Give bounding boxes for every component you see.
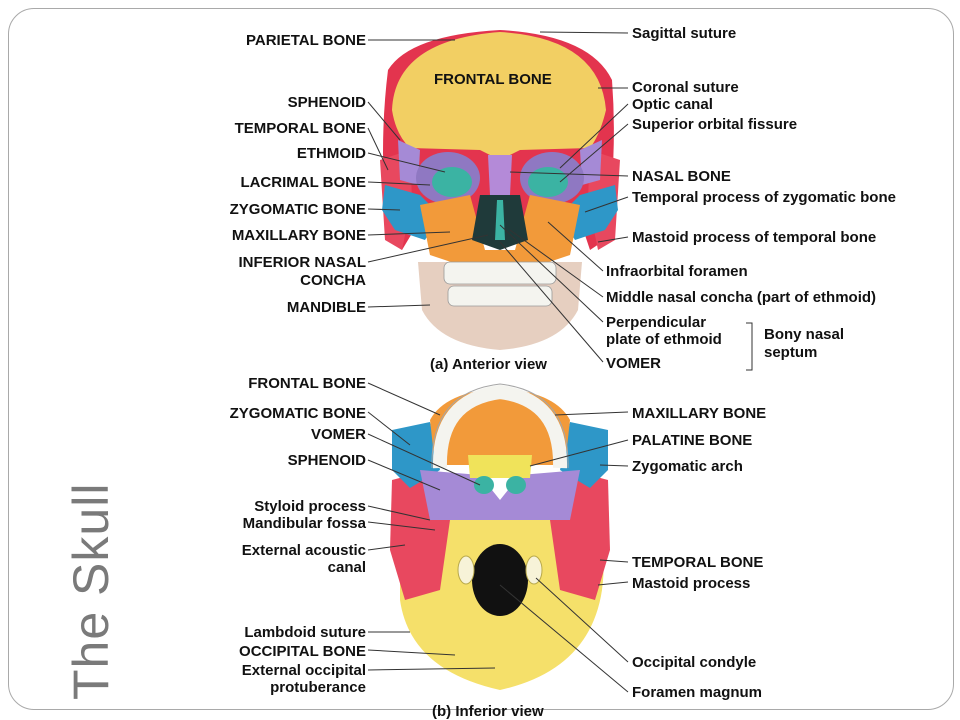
anterior-orbit-inner-right: [528, 167, 568, 197]
label-plate-of-ethmoid: plate of ethmoid: [606, 331, 722, 348]
label-maxillary-bone: MAXILLARY BONE: [232, 227, 366, 244]
inferior-leader-lines: [367, 382, 629, 693]
label-occipital-bone: OCCIPITAL BONE: [239, 643, 366, 660]
anterior-labels-left: PARIETAL BONE SPHENOID TEMPORAL BONE ETH…: [230, 32, 367, 316]
label-inf-temporal-bone: TEMPORAL BONE: [632, 554, 763, 571]
label-zygomatic-arch: Zygomatic arch: [632, 458, 743, 475]
label-coronal-suture: Coronal suture: [632, 79, 739, 96]
label-septum: septum: [764, 344, 817, 361]
label-ethmoid: ETHMOID: [297, 145, 366, 162]
inferior-teeth: [432, 384, 568, 469]
label-superior-orbital-fissure: Superior orbital fissure: [632, 116, 797, 133]
label-sagittal-suture: Sagittal suture: [632, 25, 736, 42]
label-inf-sphenoid: SPHENOID: [288, 452, 367, 469]
label-sphenoid: SPHENOID: [288, 94, 367, 111]
label-inf-frontal-bone: FRONTAL BONE: [248, 375, 366, 392]
anterior-teeth-upper: [443, 261, 557, 285]
inferior-sphenoid: [420, 470, 580, 520]
inferior-condyle-left: [457, 555, 475, 585]
inferior-skull: [390, 383, 610, 690]
label-optic-canal: Optic canal: [632, 96, 713, 113]
label-perpendicular: Perpendicular: [606, 314, 706, 331]
label-inf-vomer: VOMER: [311, 426, 366, 443]
anterior-maxillary: [420, 195, 580, 265]
label-mandible: MANDIBLE: [287, 299, 366, 316]
anterior-sphenoid-left: [398, 140, 420, 185]
inferior-choana-right: [506, 476, 526, 494]
label-inf-maxillary-bone: MAXILLARY BONE: [632, 405, 766, 422]
inferior-labels-left: FRONTAL BONE ZYGOMATIC BONE VOMER SPHENO…: [230, 375, 367, 696]
anterior-frontal-bone: [392, 32, 606, 160]
label-mandibular-fossa: Mandibular fossa: [243, 515, 367, 532]
label-protuberance: protuberance: [270, 679, 366, 696]
anterior-skull: FRONTAL BONE: [380, 30, 620, 350]
anterior-frontal-bone-label: FRONTAL BONE: [434, 71, 552, 88]
inferior-teeth-outline: [431, 383, 569, 469]
label-lacrimal-bone: LACRIMAL BONE: [240, 174, 366, 191]
inferior-caption: (b) Inferior view: [432, 703, 544, 720]
label-inf-zygomatic-bone: ZYGOMATIC BONE: [230, 405, 366, 422]
inferior-foramen-magnum: [472, 544, 528, 616]
label-canal: canal: [328, 559, 366, 576]
label-parietal-bone: PARIETAL BONE: [246, 32, 366, 49]
label-palatine-bone: PALATINE BONE: [632, 432, 752, 449]
label-styloid-process: Styloid process: [254, 498, 366, 515]
label-foramen-magnum: Foramen magnum: [632, 684, 762, 701]
label-external-occipital: External occipital: [242, 662, 366, 679]
anterior-caption: (a) Anterior view: [430, 356, 547, 373]
label-nasal-bone: NASAL BONE: [632, 168, 731, 185]
inferior-palatine: [468, 455, 532, 478]
inferior-condyle-right: [525, 555, 543, 585]
inferior-labels-right: MAXILLARY BONE PALATINE BONE Zygomatic a…: [632, 405, 766, 701]
label-bony-nasal: Bony nasal: [764, 326, 844, 343]
label-temporal-process: Temporal process of zygomatic bone: [632, 189, 896, 206]
anterior-leader-lines: [367, 31, 753, 371]
label-zygomatic-bone: ZYGOMATIC BONE: [230, 201, 366, 218]
label-middle-nasal-concha: Middle nasal concha (part of ethmoid): [606, 289, 876, 306]
label-vomer: VOMER: [606, 355, 661, 372]
label-concha: CONCHA: [300, 272, 366, 289]
anterior-vomer: [495, 200, 505, 240]
inferior-choana-left: [474, 476, 494, 494]
label-mastoid-process-temporal: Mastoid process of temporal bone: [632, 229, 876, 246]
label-mastoid-process: Mastoid process: [632, 575, 750, 592]
label-occipital-condyle: Occipital condyle: [632, 654, 756, 671]
label-lambdoid-suture: Lambdoid suture: [244, 624, 366, 641]
anterior-nasal-bone: [488, 155, 512, 195]
anterior-orbit-inner-left: [432, 167, 472, 197]
label-infraorbital-foramen: Infraorbital foramen: [606, 263, 748, 280]
label-external-acoustic: External acoustic: [242, 542, 366, 559]
anterior-labels-right: Sagittal suture Coronal suture Optic can…: [606, 25, 896, 372]
label-inferior-nasal: INFERIOR NASAL: [239, 254, 367, 271]
label-temporal-bone: TEMPORAL BONE: [235, 120, 366, 137]
anterior-teeth-lower: [447, 285, 553, 307]
